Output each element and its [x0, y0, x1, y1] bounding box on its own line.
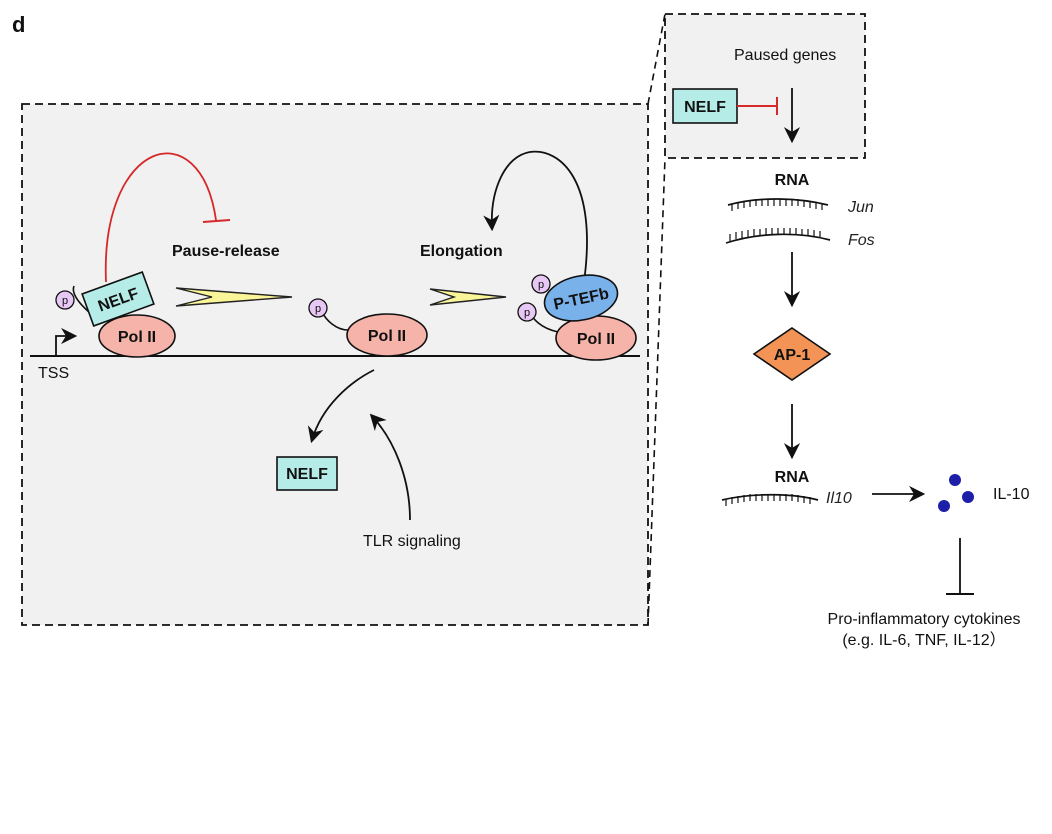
elongation-curve-arrow [483, 150, 588, 283]
cytokines-line-2: (e.g. IL-6, TNF, IL-12） [842, 631, 1005, 649]
il10-dot-3 [938, 500, 950, 512]
inset-nelf-box [672, 88, 738, 124]
pause-release-label: Pause-release [172, 243, 280, 260]
ap1-diamond [752, 327, 832, 381]
panel-label: d [12, 12, 25, 37]
nelf-inhibition-curve [105, 152, 217, 283]
il10-rna-ticks [725, 494, 811, 506]
gene-il10-label: Il10 [826, 490, 852, 507]
il10-dot-2 [962, 491, 974, 503]
ap1-label: AP-1 [774, 347, 811, 364]
jun-rna-strand [727, 198, 829, 206]
pol-ii-released [346, 313, 428, 357]
gene-fos-label: Fos [848, 232, 875, 249]
pol-ii-paused-label: Pol II [118, 329, 156, 346]
jun-rna-ticks [731, 199, 823, 211]
elongation-chevron [429, 288, 507, 306]
pol-ii-released-label: Pol II [368, 328, 406, 345]
phospho-elongating-1 [531, 274, 551, 294]
phospho-released-label: p [315, 303, 321, 315]
cytokines-line-1: Pro-inflammatory cytokines [828, 611, 1021, 628]
phospho-released [308, 298, 328, 318]
ptefb-ellipse: P-TEFb [543, 274, 619, 322]
inset-nelf-label: NELF [684, 99, 726, 116]
pol-ii-elongating-label: Pol II [577, 331, 615, 348]
fos-rna-ticks [729, 228, 821, 241]
phospho-elongating-2 [517, 302, 537, 322]
zoom-connector-top [647, 13, 666, 105]
elongation-label: Elongation [420, 243, 503, 260]
nelf-box-paused: NELF [81, 271, 155, 327]
rna-label-2: RNA [775, 469, 810, 486]
paused-genes-label: Paused genes [734, 47, 836, 64]
phospho-elongating-2-label: p [524, 307, 530, 319]
zoom-connector-bottom [647, 157, 666, 626]
rna-label-1: RNA [775, 172, 810, 189]
pause-release-chevron [175, 287, 293, 307]
pol-ii-paused [98, 314, 176, 358]
tlr-arrow [369, 413, 411, 521]
tlr-label: TLR signaling [363, 533, 461, 550]
tss-arrow [55, 327, 78, 356]
nelf-released-label: NELF [286, 466, 328, 483]
inhibition-bar-main [202, 219, 231, 223]
phospho-paused-label: p [62, 295, 68, 307]
il10-dot-1 [949, 474, 961, 486]
gene-jun-label: Jun [847, 199, 874, 216]
tss-label: TSS [38, 365, 69, 382]
main-panel-box [21, 103, 649, 626]
inset-panel-box [664, 13, 866, 159]
phospho-paused [55, 290, 75, 310]
nelf-box-released [276, 456, 338, 491]
nelf-release-arrow [307, 369, 375, 444]
il10-protein-label: IL-10 [993, 486, 1030, 503]
phospho-elongating-1-label: p [538, 279, 544, 291]
